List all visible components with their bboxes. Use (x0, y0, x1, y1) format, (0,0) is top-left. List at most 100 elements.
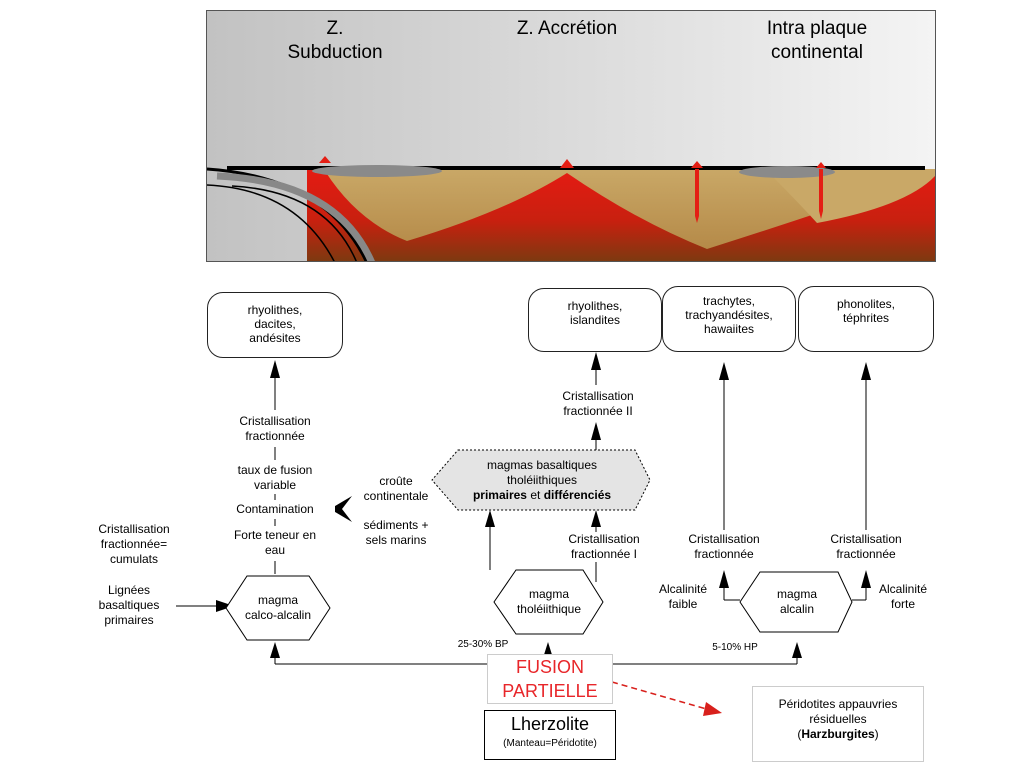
slab-plate (216, 172, 375, 261)
sediments-line1: sédiments + (363, 518, 429, 532)
fusion-line2: PARTIELLE (502, 681, 598, 701)
teneur-line2: eau (264, 543, 286, 557)
peridotites-box: Péridotites appauvries résiduelles (Harz… (752, 686, 924, 762)
arrow-up-calco (270, 642, 280, 658)
hex-tholeiitic (493, 569, 604, 635)
box-mid-line2: islandites (569, 313, 620, 327)
taux-fusion-label: taux de fusion variable (215, 463, 335, 493)
magma-calco-line1: magma (257, 593, 298, 607)
fusion-to-residue-arrow (611, 681, 711, 711)
lherzolite-box: Lherzolite (Manteau=Péridotite) (484, 710, 616, 760)
arrow-up-cf-a (719, 570, 729, 588)
harzburgites-text: Harzburgites (801, 727, 875, 741)
box-left-line2: dacites, (254, 317, 296, 331)
cf1-line2: fractionnée I (570, 547, 638, 561)
arrow-up-trachytes (719, 362, 729, 380)
lignees-line2: basaltiques (98, 598, 160, 612)
arrow-up-cf2 (591, 422, 601, 440)
crust-right (767, 169, 935, 223)
cumulats-line3: cumulats (109, 552, 159, 566)
differencies-text: différenciés (543, 487, 612, 502)
magma-tholeiitic-label: magma tholéiithique (494, 572, 604, 632)
basaltic-line3: primaires et différenciés (473, 488, 611, 503)
primaires-text: primaires (472, 487, 527, 502)
arrow-croute (330, 496, 352, 509)
hp-label: 5-10% HP (712, 642, 758, 653)
cf2-line1: Cristallisation (562, 389, 634, 403)
hex-calco-alcalin (225, 575, 331, 641)
alcalinite-forte-label: Alcalinité forte (870, 582, 936, 612)
forte-line2: forte (890, 597, 915, 611)
box-right1-line3: hawaiites (703, 322, 754, 336)
box-rhyolithes-islandites: rhyolithes, islandites (528, 288, 662, 352)
box-trachytes: trachytes, trachyandésites, hawaiites (662, 286, 796, 352)
et-text: et (530, 487, 541, 502)
magma-alc-line2: alcalin (779, 602, 814, 616)
magma-thol-line2: tholéiithique (516, 602, 582, 616)
box-rhyolithes-dacites: rhyolithes, dacites, andésites (207, 292, 343, 358)
zone-subduction-line1: Z. (326, 18, 344, 39)
taux-line2: variable (253, 478, 297, 492)
cfa-line2: fractionnée (694, 547, 754, 561)
zone-subduction-label: Z. Subduction (275, 17, 395, 65)
left-cf-line1: Cristallisation (239, 414, 311, 428)
zone-intraplate-label: Intra plaque continental (737, 17, 897, 65)
left-cf-line2: fractionnée (245, 429, 305, 443)
residue-arrowhead (703, 702, 722, 716)
cristallisation-ii-label: Cristallisation fractionnée II (548, 389, 648, 419)
box-right1-line2: trachyandésites, (685, 308, 773, 322)
box-left-line1: rhyolithes, (247, 303, 303, 317)
cristallisation-b-label: Cristallisation fractionnée (816, 532, 916, 562)
sediments-line2: sels marins (365, 533, 427, 547)
cfb-line2: fractionnée (836, 547, 896, 561)
box-phonolites: phonolites, téphrites (798, 286, 934, 352)
cf1-line1: Cristallisation (568, 532, 640, 546)
arrow-up-phonolites (861, 362, 871, 380)
arrow-lignees (216, 600, 234, 612)
arrow-up-hex-left (485, 510, 495, 527)
alcalinite-faible-label: Alcalinité faible (650, 582, 716, 612)
cfb-line1: Cristallisation (830, 532, 902, 546)
magma-calco-alcalin-label: magma calco-alcalin (226, 578, 330, 638)
left-cristallisation-label: Cristallisation fractionnée (215, 414, 335, 444)
basaltic-magmas-label: magmas basaltiques tholéiithiques primai… (440, 450, 644, 510)
zone-accretion-label: Z. Accrétion (516, 18, 618, 39)
bp-label: 25-30% BP (457, 639, 509, 650)
continent-lens-left (312, 165, 442, 177)
contamination-label: Contamination (215, 502, 335, 517)
arrow-up-hex-right (591, 510, 601, 527)
basaltic-line1: magmas basaltiques (486, 457, 598, 472)
faible-line2: faible (668, 597, 698, 611)
lignees-line1: Lignées (107, 583, 151, 597)
volcano-intraplate-1 (691, 161, 703, 168)
cross-section-drawing (207, 11, 935, 261)
teneur-eau-label: Forte teneur en eau (215, 528, 335, 558)
teneur-line1: Forte teneur en (233, 528, 317, 542)
hex-alcalin (739, 571, 853, 633)
arrow-up-left-products (270, 360, 280, 378)
manteau-label: (Manteau=Péridotite) (503, 738, 597, 749)
taux-line1: taux de fusion (237, 463, 313, 477)
zone-intraplate-line2: continental (771, 42, 863, 63)
cumulats-line2: fractionnée= (100, 537, 168, 551)
slab-inner (207, 184, 335, 261)
cristallisation-i-label: Cristallisation fractionnée I (552, 532, 656, 562)
zone-intraplate-line1: Intra plaque (766, 18, 868, 39)
croute-line1: croûte (379, 474, 413, 488)
peridotites-line2: résiduelles (809, 712, 867, 726)
arrow-sediments (330, 509, 352, 522)
arrow-up-rhyolithes-mid (591, 352, 601, 370)
cf2-line2: fractionnée II (563, 404, 633, 418)
box-right1-line1: trachytes, (702, 294, 755, 308)
fusion-line1: FUSION (515, 657, 584, 677)
magma-alc-line1: magma (776, 587, 817, 601)
magma-thol-line1: magma (528, 587, 569, 601)
magma-calco-line2: calco-alcalin (244, 608, 312, 622)
forte-line1: Alcalinité (878, 582, 928, 596)
zone-subduction-line2: Subduction (287, 42, 383, 63)
basaltic-line2: tholéiithiques (506, 472, 578, 487)
lignees-line3: primaires (104, 613, 154, 627)
fusion-partielle-box: FUSION PARTIELLE (487, 654, 613, 704)
peridotites-line1: Péridotites appauvries (778, 697, 898, 711)
